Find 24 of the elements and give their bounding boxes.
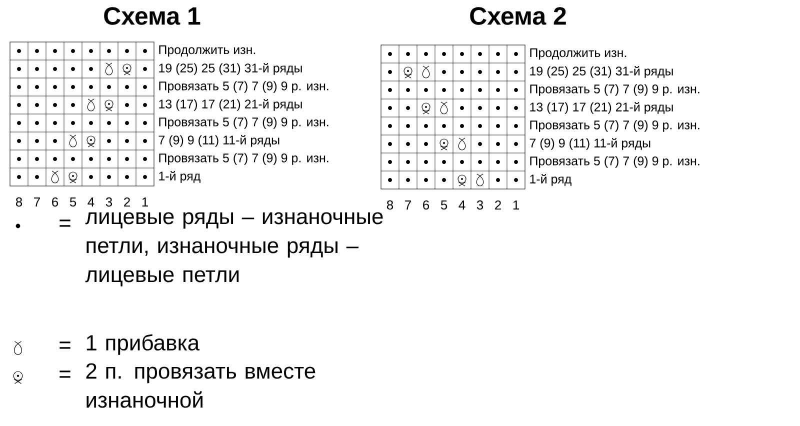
row-instruction: 7 (9) 9 (11) 11-й ряды	[530, 138, 650, 150]
legend-text: 2 п. провязать вместе изнаночной	[86, 363, 316, 408]
row-instruction: Провязать 5 (7) 7 (9) 9 р. изн.	[159, 153, 328, 165]
row-instruction: 19 (25) 25 (31) 31-й ряды	[530, 66, 673, 78]
row-instruction: 1-й ряд	[530, 174, 572, 186]
row-instruction: Провязать 5 (7) 7 (9) 9 р. изн.	[530, 120, 700, 132]
row-instruction: Провязать 5 (7) 7 (9) 9 р. изн.	[530, 156, 700, 168]
row-instruction: Провязать 5 (7) 7 (9) 9 р. изн.	[530, 84, 700, 96]
equals-sign: =	[60, 370, 70, 378]
chart-title: Схема 1	[104, 7, 200, 25]
equals-sign: =	[60, 342, 70, 349]
row-instruction: Провязать 5 (7) 7 (9) 9 р. изн.	[159, 81, 328, 93]
row-instruction: 13 (17) 17 (21) 21-й ряды	[530, 102, 673, 114]
legend-text: 1 прибавка	[86, 334, 200, 355]
row-instruction: 7 (9) 9 (11) 11-й ряды	[158, 135, 280, 147]
equals-sign: =	[60, 220, 70, 227]
row-instruction: Продолжить изн.	[530, 48, 626, 60]
row-instruction: Провязать 5 (7) 7 (9) 9 р. изн.	[159, 117, 328, 129]
row-instruction: 13 (17) 17 (21) 21-й ряды	[159, 99, 302, 111]
row-instruction: Продолжить изн.	[159, 45, 256, 57]
legend-text: лицевые ряды – изнаночные петли, изнаночные ряды – лицевые петли	[85, 212, 383, 286]
row-instruction: 19 (25) 25 (31) 31-й ряды	[159, 63, 302, 75]
chart-title: Схема 2	[470, 7, 566, 25]
row-instruction: 1-й ряд	[159, 171, 200, 183]
